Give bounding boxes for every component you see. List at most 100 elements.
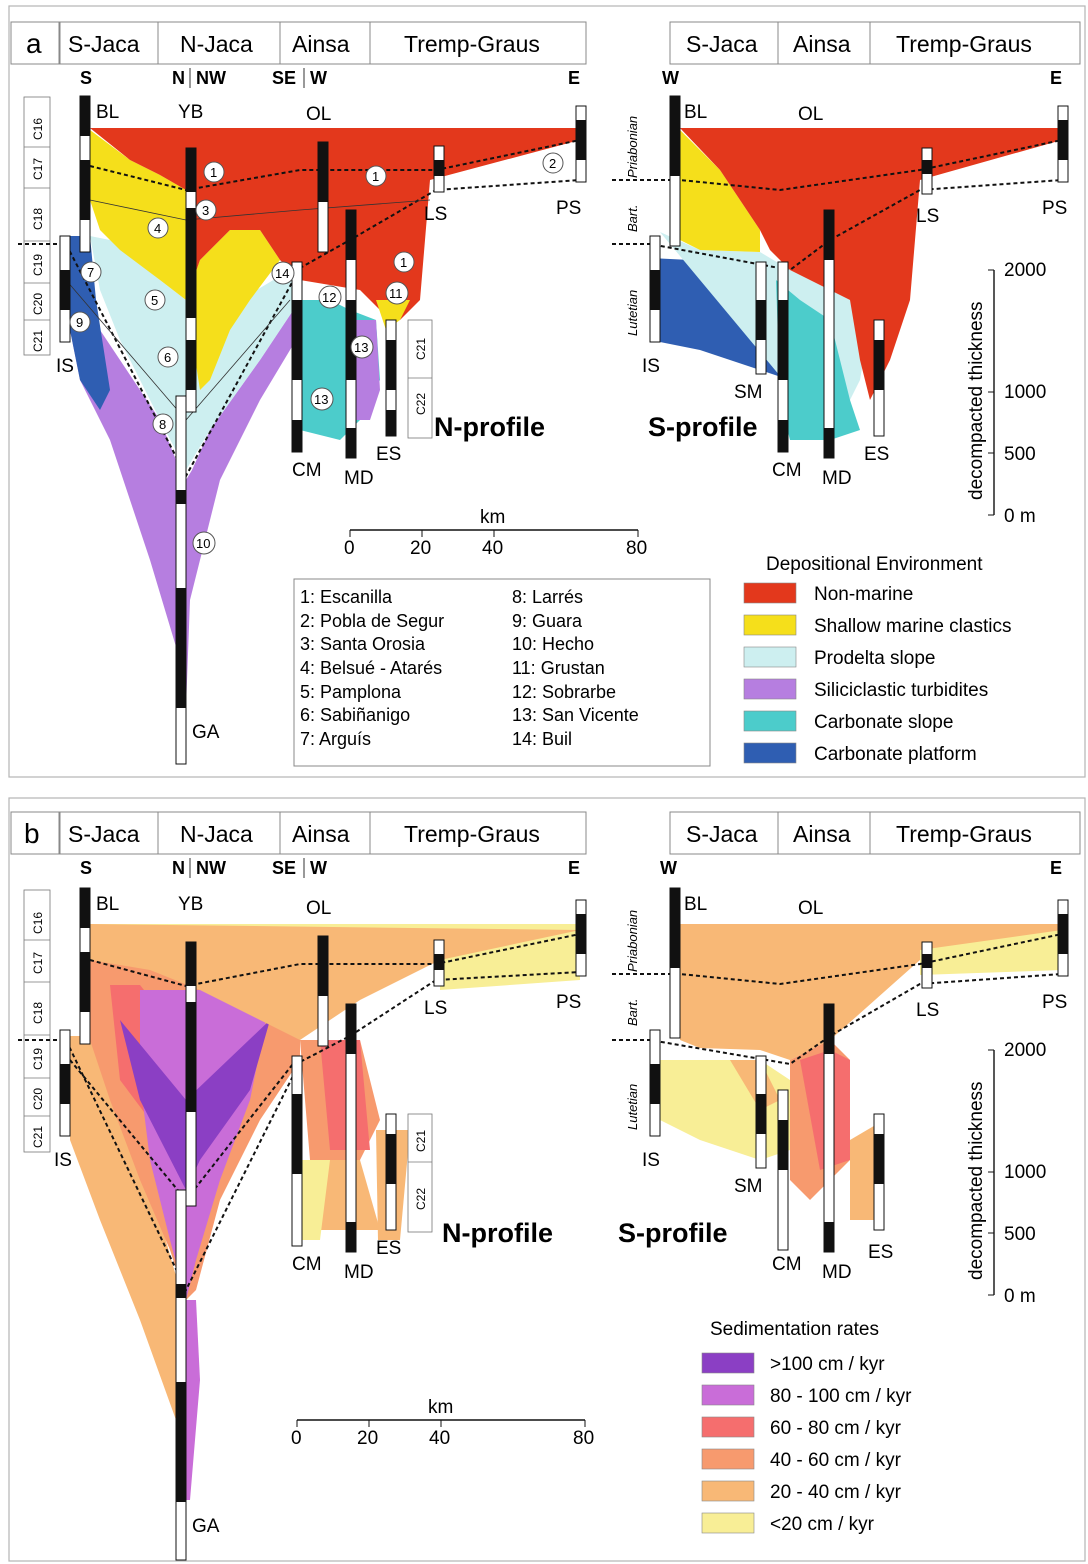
km-tick: 40 (482, 538, 503, 559)
legend-swatch (701, 1512, 755, 1534)
n-profile-rate-lines (18, 933, 581, 1293)
direction-label: SE (272, 68, 296, 88)
direction-label: S (80, 858, 92, 878)
legend-swatch (701, 1480, 755, 1502)
section-label: LS (916, 1000, 939, 1021)
s-profile-columns (649, 95, 1069, 459)
thickness-tick: 0 m (1004, 1286, 1036, 1307)
fill-shallow-marine-clastics (186, 230, 280, 390)
section-label: SM (734, 382, 763, 403)
thickness-title: decompacted thickness (966, 1081, 987, 1280)
formation-list: 1: Escanilla 2: Pobla de Segur 3: Santa … (293, 578, 711, 767)
chron-column: C16 C17 C18 C19 C20 C21 (23, 96, 51, 356)
chron-label: C16 (31, 118, 45, 140)
section-label: PS (556, 992, 581, 1013)
region-label: Tremp-Graus (404, 821, 540, 847)
section-label: IS (54, 1150, 72, 1171)
legend-sedimentation: Sedimentation rates >100 cm / kyr 80 - 1… (701, 1319, 912, 1535)
chron-label: C17 (31, 158, 45, 180)
chron-label: C22 (414, 393, 428, 415)
legend-label: Siliciclastic turbidites (814, 680, 988, 701)
stage-label: Lutetian (625, 1084, 640, 1130)
direction-label: E (1050, 858, 1062, 878)
fill-shallow-marine-clastics (680, 130, 760, 252)
direction-label: W (310, 68, 327, 88)
section-columns: C21 C22 (59, 95, 587, 765)
km-title: km (428, 1397, 453, 1418)
formation-marker: 12 (322, 290, 336, 305)
legend-title: Depositional Environment (766, 554, 983, 575)
section-label: PS (1042, 992, 1067, 1013)
direction-label: E (568, 858, 580, 878)
section-label: MD (344, 1262, 374, 1283)
stage-label: Lutetian (625, 290, 640, 336)
section-label: YB (178, 102, 203, 123)
formation-marker: 8 (159, 417, 166, 432)
section-label: CM (772, 1254, 802, 1275)
section-label: ES (376, 444, 401, 465)
chron-label: C21 (31, 330, 45, 352)
direction-label: NW (196, 68, 226, 88)
fill-rate-20-40 (70, 1036, 186, 1500)
formation-marker: 5 (151, 293, 158, 308)
legend-swatch (743, 582, 797, 604)
region-label: Tremp-Graus (896, 821, 1032, 847)
formation-marker: 1 (210, 165, 217, 180)
fill-rate-20-40 (730, 1060, 780, 1110)
chron-label: C16 (31, 912, 45, 934)
thickness-tick: 1000 (1004, 382, 1046, 403)
legend-swatch (743, 710, 797, 732)
section-label: BL (96, 102, 119, 123)
chron-label: C19 (31, 1048, 45, 1070)
legend-label: 20 - 40 cm / kyr (770, 1482, 902, 1503)
fill-rate-20-40 (680, 924, 1062, 1060)
chron-label: C20 (31, 1088, 45, 1110)
region-header-left: S-Jaca N-Jaca Ainsa Tremp-Graus (59, 21, 587, 65)
formation-item: 2: Pobla de Segur (300, 611, 444, 631)
legend-title: Sedimentation rates (710, 1319, 879, 1340)
panel-b-frame (8, 797, 1086, 1562)
region-label: S-Jaca (68, 821, 140, 847)
thickness-tick: 500 (1004, 444, 1036, 465)
section-label: MD (822, 1262, 852, 1283)
legend-label: Non-marine (814, 584, 913, 605)
profile-title: N-profile (434, 412, 545, 442)
thickness-tick: 1000 (1004, 1162, 1046, 1183)
section-label: LS (916, 206, 939, 227)
panel-a-letter-box (10, 21, 60, 65)
direction-label: N (172, 68, 185, 88)
section-label: ES (376, 1238, 401, 1259)
section-label: LS (424, 204, 447, 225)
formation-item: 6: Sabiñanigo (300, 705, 410, 725)
region-label: Ainsa (793, 31, 851, 57)
panel-b-letter: b (24, 818, 40, 849)
legend-swatch (743, 742, 797, 764)
section-label: CM (292, 460, 322, 481)
formation-marker: 2 (549, 156, 556, 171)
panel-a-frame (8, 5, 1086, 778)
fill-rate-under-20 (90, 924, 580, 990)
formation-marker: 11 (389, 286, 403, 301)
section-label: CM (772, 460, 802, 481)
section-column (175, 395, 187, 765)
legend-label: 60 - 80 cm / kyr (770, 1418, 902, 1439)
formation-markers: 1 1 1 2 3 4 5 6 7 8 9 10 11 12 13 13 14 (69, 152, 564, 555)
formation-marker: 3 (202, 203, 209, 218)
section-label: BL (684, 894, 707, 915)
direction-label: E (1050, 68, 1062, 88)
direction-label: E (568, 68, 580, 88)
n-profile-rate-columns: C21 C22 (59, 887, 587, 1561)
direction-label: W (660, 858, 677, 878)
region-header-right: S-Jaca Ainsa Tremp-Graus (669, 811, 1081, 855)
formation-item: 7: Arguís (300, 729, 371, 749)
section-label: OL (306, 104, 331, 125)
km-tick: 80 (573, 1428, 594, 1449)
direction-label: W (310, 858, 327, 878)
formation-item: 4: Belsué - Atarés (300, 658, 442, 678)
km-tick: 40 (429, 1428, 450, 1449)
legend-swatch (701, 1384, 755, 1406)
chron-label: C18 (31, 208, 45, 230)
section-label: SM (734, 1176, 763, 1197)
legend-label: >100 cm / kyr (770, 1354, 885, 1375)
